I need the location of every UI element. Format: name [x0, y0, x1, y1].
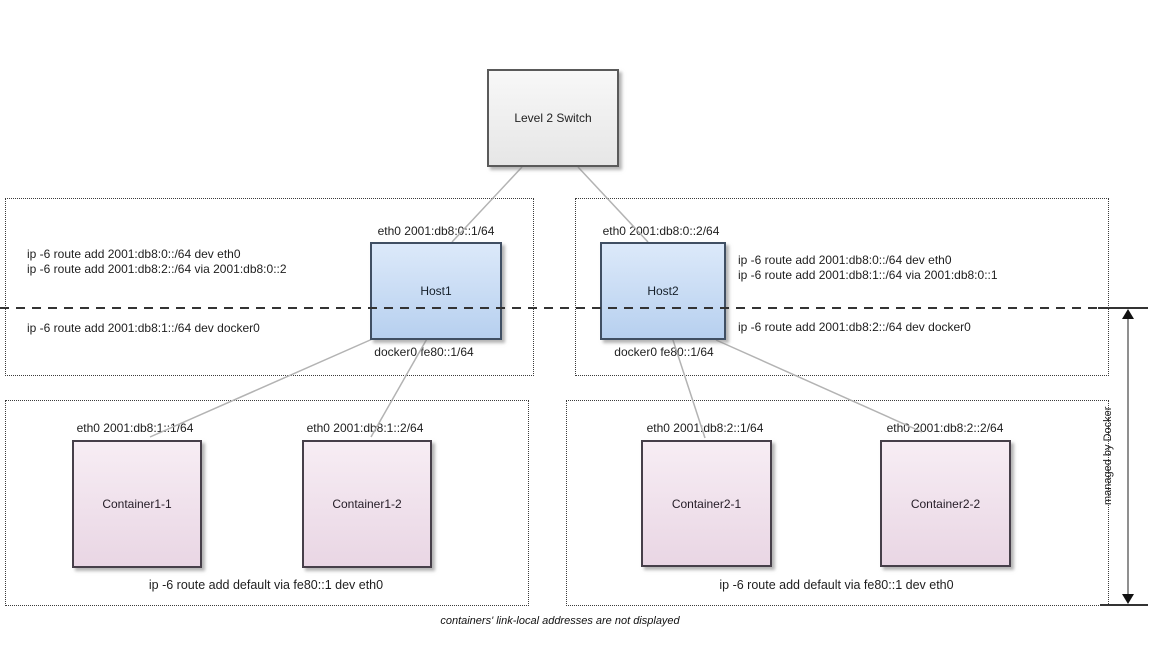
host2-docker0-label: docker0 fe80::1/64	[614, 345, 714, 359]
host1-eth0-label: eth0 2001:db8:0::1/64	[377, 224, 495, 238]
container2-1-node: Container2-1	[641, 440, 772, 567]
container1-1-eth0-label: eth0 2001:db8:1::1/64	[76, 421, 194, 435]
host2-label: Host2	[647, 284, 679, 298]
container1-1-label: Container1-1	[102, 497, 172, 511]
host1-upper-routes: ip -6 route add 2001:db8:0::/64 dev eth0…	[27, 247, 287, 277]
group2-default-route: ip -6 route add default via fe80::1 dev …	[719, 578, 954, 592]
host2-route-via: ip -6 route add 2001:db8:1::/64 via 2001…	[738, 268, 998, 282]
group1-default-route: ip -6 route add default via fe80::1 dev …	[148, 578, 384, 592]
container1-2-label: Container1-2	[332, 497, 402, 511]
container2-2-label: Container2-2	[910, 496, 981, 511]
host2-eth0-label: eth0 2001:db8:0::2/64	[602, 224, 720, 238]
footnote: containers' link-local addresses are not…	[440, 615, 680, 627]
level2-switch-label: Level 2 Switch	[514, 111, 592, 125]
container2-1-label: Container2-1	[671, 496, 742, 511]
arrow-up-head-icon	[1122, 309, 1134, 319]
container2-2-node: Container2-2	[880, 440, 1011, 567]
host1-route-via: ip -6 route add 2001:db8:2::/64 via 2001…	[27, 262, 287, 276]
host1-node: Host1	[370, 242, 502, 340]
container2-2-eth0-label: eth0 2001:db8:2::2/64	[886, 421, 1004, 435]
managed-by-docker-label: managed by Docker	[1102, 406, 1114, 506]
level2-switch-node: Level 2 Switch	[487, 69, 619, 167]
host1-docker0-route: ip -6 route add 2001:db8:1::/64 dev dock…	[27, 321, 260, 335]
container1-2-eth0-label: eth0 2001:db8:1::2/64	[306, 421, 424, 435]
host1-route-eth0: ip -6 route add 2001:db8:0::/64 dev eth0	[27, 247, 241, 261]
container1-1-node: Container1-1	[72, 440, 202, 568]
container1-2-node: Container1-2	[302, 440, 432, 568]
host2-upper-routes: ip -6 route add 2001:db8:0::/64 dev eth0…	[738, 253, 998, 283]
host1-docker0-label: docker0 fe80::1/64	[374, 345, 474, 359]
host2-route-eth0: ip -6 route add 2001:db8:0::/64 dev eth0	[738, 253, 952, 267]
host2-node: Host2	[600, 242, 726, 340]
arrow-down-head-icon	[1122, 594, 1134, 604]
container2-1-eth0-label: eth0 2001:db8:2::1/64	[646, 421, 764, 435]
host2-docker0-route: ip -6 route add 2001:db8:2::/64 dev dock…	[738, 320, 971, 334]
host1-label: Host1	[420, 284, 452, 298]
